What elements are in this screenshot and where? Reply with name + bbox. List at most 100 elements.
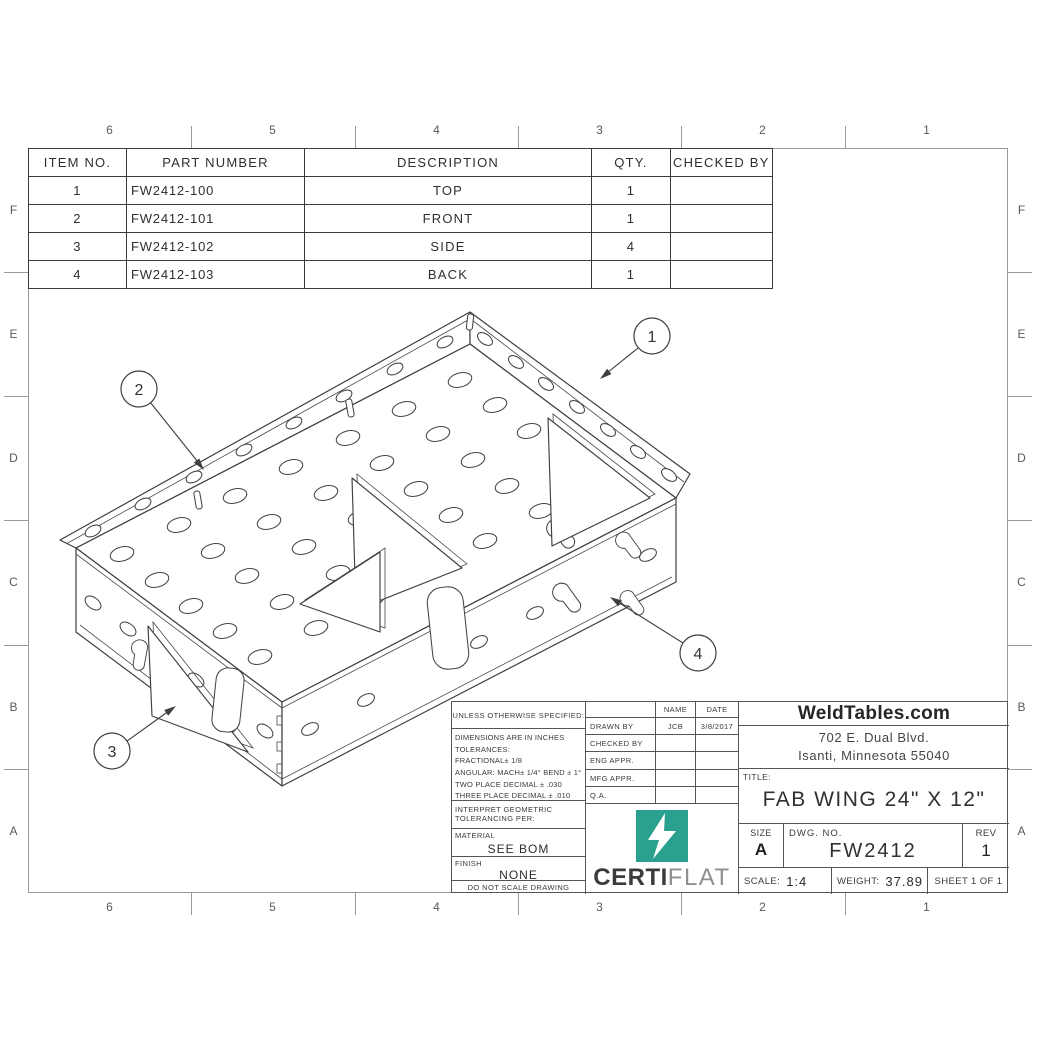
approval-name-cell [656, 770, 696, 787]
do-not-scale-text: DO NOT SCALE DRAWING [467, 883, 570, 892]
zone-tick [1008, 520, 1032, 521]
unless-otherwise-cell: UNLESS OTHERWISE SPECIFIED: [452, 702, 586, 729]
interpret-cell: INTERPRET GEOMETRIC TOLERANCING PER: [452, 801, 586, 829]
tolerances-cell: DIMENSIONS ARE IN INCHES TOLERANCES: FRA… [452, 729, 586, 801]
approval-date-cell: 3/8/2017 [696, 718, 739, 735]
certiflat-logo-text: CERTIFLAT [593, 866, 730, 890]
zone-tick [191, 893, 192, 915]
col-header-desc: DESCRIPTION [304, 148, 592, 177]
cell-item: 3 [28, 232, 127, 261]
zone-col-label: 1 [923, 900, 931, 914]
keyhole-slot [615, 531, 642, 559]
sheet-value: SHEET 1 OF 1 [934, 875, 1003, 887]
zone-row-label: A [1017, 824, 1027, 838]
certiflat-logo-square [636, 810, 688, 862]
cell-checked [670, 204, 773, 233]
zone-col-label: 3 [596, 900, 604, 914]
sheet-cell: SHEET 1 OF 1 [928, 868, 1009, 894]
zone-tick [1008, 769, 1032, 770]
zone-tick [4, 396, 28, 397]
cell-item: 4 [28, 260, 127, 289]
zone-tick [355, 893, 356, 915]
approval-label: DRAWN BY [590, 722, 634, 731]
cell-qty: 1 [591, 260, 671, 289]
date-header-cell: DATE [696, 702, 739, 718]
svg-text:1: 1 [648, 329, 657, 346]
zone-row-label: F [1017, 203, 1027, 217]
cell-item: 1 [28, 176, 127, 205]
table-row: 4 FW2412-103 BACK 1 [28, 260, 773, 289]
approval-name-cell [656, 735, 696, 752]
tolerance-line: TOLERANCES: [455, 744, 510, 754]
tolerance-line: FRACTIONAL± 1/8 [455, 756, 523, 766]
rev-cell: REV 1 [963, 824, 1009, 868]
approval-label-cell: CHECKED BY [586, 735, 656, 752]
approval-name-cell [656, 787, 696, 804]
approval-name-cell [656, 752, 696, 770]
approval-label: Q.A. [590, 791, 607, 800]
zone-col-label: 2 [759, 123, 767, 137]
approval-label: CHECKED BY [590, 739, 643, 748]
interpret-text: INTERPRET GEOMETRIC TOLERANCING PER: [455, 805, 553, 823]
zone-col-label: 6 [106, 123, 114, 137]
certiflat-logo: CERTIFLAT [586, 804, 739, 894]
zone-tick [845, 126, 846, 148]
cell-part: FW2412-103 [126, 260, 305, 289]
material-cell: MATERIAL SEE BOM [452, 829, 586, 857]
title-label: TITLE: [743, 772, 771, 782]
col-header-checked: CHECKED BY [670, 148, 773, 177]
svg-text:2: 2 [135, 382, 144, 399]
do-not-scale-cell: DO NOT SCALE DRAWING [452, 881, 586, 894]
col-header-qty: QTY. [591, 148, 671, 177]
lightning-bolt-icon [648, 813, 676, 859]
title-cell: TITLE: FAB WING 24" X 12" [739, 769, 1009, 824]
zone-col-label: 3 [596, 123, 604, 137]
zone-row-label: C [1017, 575, 1027, 589]
col-header-item: ITEM NO. [28, 148, 127, 177]
material-label: MATERIAL [455, 831, 496, 840]
balloon-4: 4 [610, 597, 717, 672]
zone-tick [4, 520, 28, 521]
name-header-cell: NAME [656, 702, 696, 718]
dwg-no-cell: DWG. NO. FW2412 [784, 824, 963, 868]
zone-tick [518, 893, 519, 915]
zone-tick [1008, 272, 1032, 273]
dwg-no-value: FW2412 [829, 840, 917, 862]
approval-corner-cell [586, 702, 656, 718]
band-holes [84, 313, 678, 538]
zone-tick [4, 272, 28, 273]
cell-desc: SIDE [304, 232, 592, 261]
approval-label: MFG APPR. [590, 774, 635, 783]
scale-cell: SCALE: 1:4 [739, 868, 832, 894]
cell-desc: FRONT [304, 204, 592, 233]
table-row: 3 FW2412-102 SIDE 4 [28, 232, 773, 261]
approval-label-cell: ENG APPR. [586, 752, 656, 770]
approval-date-cell [696, 770, 739, 787]
cell-qty: 1 [591, 204, 671, 233]
cell-part: FW2412-101 [126, 204, 305, 233]
weight-value: 37.89 [885, 873, 923, 889]
zone-row-label: B [9, 700, 19, 714]
approval-name: JCB [667, 721, 684, 731]
zone-row-label: D [1017, 451, 1027, 465]
cell-checked [670, 260, 773, 289]
approval-label-cell: Q.A. [586, 787, 656, 804]
size-cell: SIZE A [739, 824, 784, 868]
zone-row-label: E [9, 327, 19, 341]
cell-part: FW2412-102 [126, 232, 305, 261]
zone-col-label: 5 [269, 900, 277, 914]
zone-tick [355, 126, 356, 148]
address-line-2: Isanti, Minnesota 55040 [798, 748, 950, 763]
keyhole-slot [131, 639, 149, 671]
approval-date: 3/8/2017 [700, 721, 734, 731]
approval-date-cell [696, 787, 739, 804]
zone-tick [4, 769, 28, 770]
tolerance-line: TWO PLACE DECIMAL ± .030 [455, 779, 562, 789]
cell-checked [670, 232, 773, 261]
balloon-1: 1 [600, 317, 671, 379]
zone-row-label: C [9, 575, 19, 589]
parts-table: ITEM NO. PART NUMBER DESCRIPTION QTY. CH… [28, 148, 773, 289]
approval-name-cell: JCB [656, 718, 696, 735]
zone-tick [681, 126, 682, 148]
